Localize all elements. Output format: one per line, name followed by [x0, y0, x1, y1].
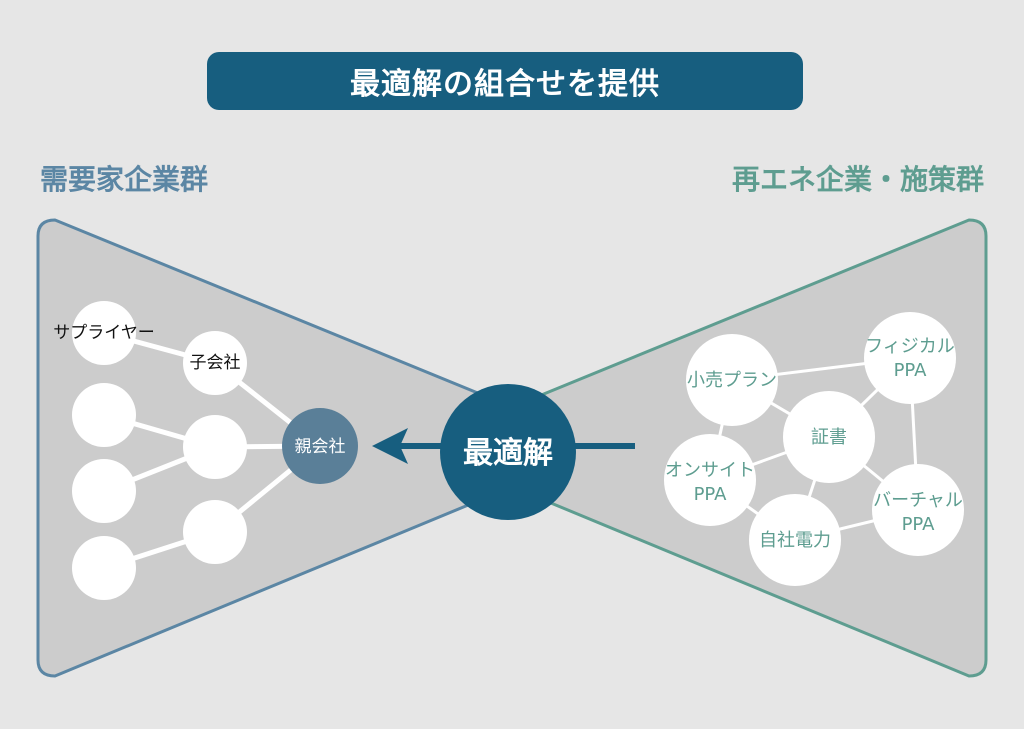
subsidiary-node — [183, 331, 247, 395]
retail-plan-label: 小売プラン — [687, 370, 777, 391]
title-banner: 最適解の組合せを提供 — [207, 52, 803, 110]
right-group-label: 再エネ企業・施策群 — [731, 163, 984, 196]
self-power-label: 自社電力 — [759, 530, 831, 551]
parent-company-label: 親会社 — [295, 437, 346, 457]
virtual-ppa-label: バーチャル — [873, 490, 963, 511]
virtual-ppa-node — [872, 464, 964, 556]
supplier-label: サプライヤー — [53, 323, 155, 343]
supplier-node — [72, 536, 136, 600]
physical-ppa-node — [864, 312, 956, 404]
physical-ppa-label: フィジカル — [865, 336, 955, 357]
arrow-left-icon — [372, 428, 408, 464]
certificate-node — [783, 391, 875, 483]
optimal-solution-label: 最適解 — [463, 436, 553, 471]
left-group-label: 需要家企業群 — [40, 163, 209, 196]
supplier-node — [72, 459, 136, 523]
retail-plan-node — [686, 334, 778, 426]
supplier-node — [72, 301, 136, 365]
page-title: 最適解の組合せを提供 — [350, 67, 660, 102]
certificate-label: 証書 — [811, 427, 847, 448]
subsidiary-node — [183, 415, 247, 479]
self-power-node — [749, 494, 841, 586]
supplier-node — [72, 383, 136, 447]
onsite-ppa-label: オンサイト — [665, 460, 755, 481]
virtual-ppa-label: PPA — [902, 514, 936, 535]
optimal-solution-node — [440, 384, 576, 520]
subsidiary-label: 子会社 — [190, 353, 241, 373]
onsite-ppa-label: PPA — [694, 484, 728, 505]
parent-company-node — [282, 408, 358, 484]
subsidiary-node — [183, 500, 247, 564]
physical-ppa-label: PPA — [894, 360, 928, 381]
onsite-ppa-node — [664, 434, 756, 526]
